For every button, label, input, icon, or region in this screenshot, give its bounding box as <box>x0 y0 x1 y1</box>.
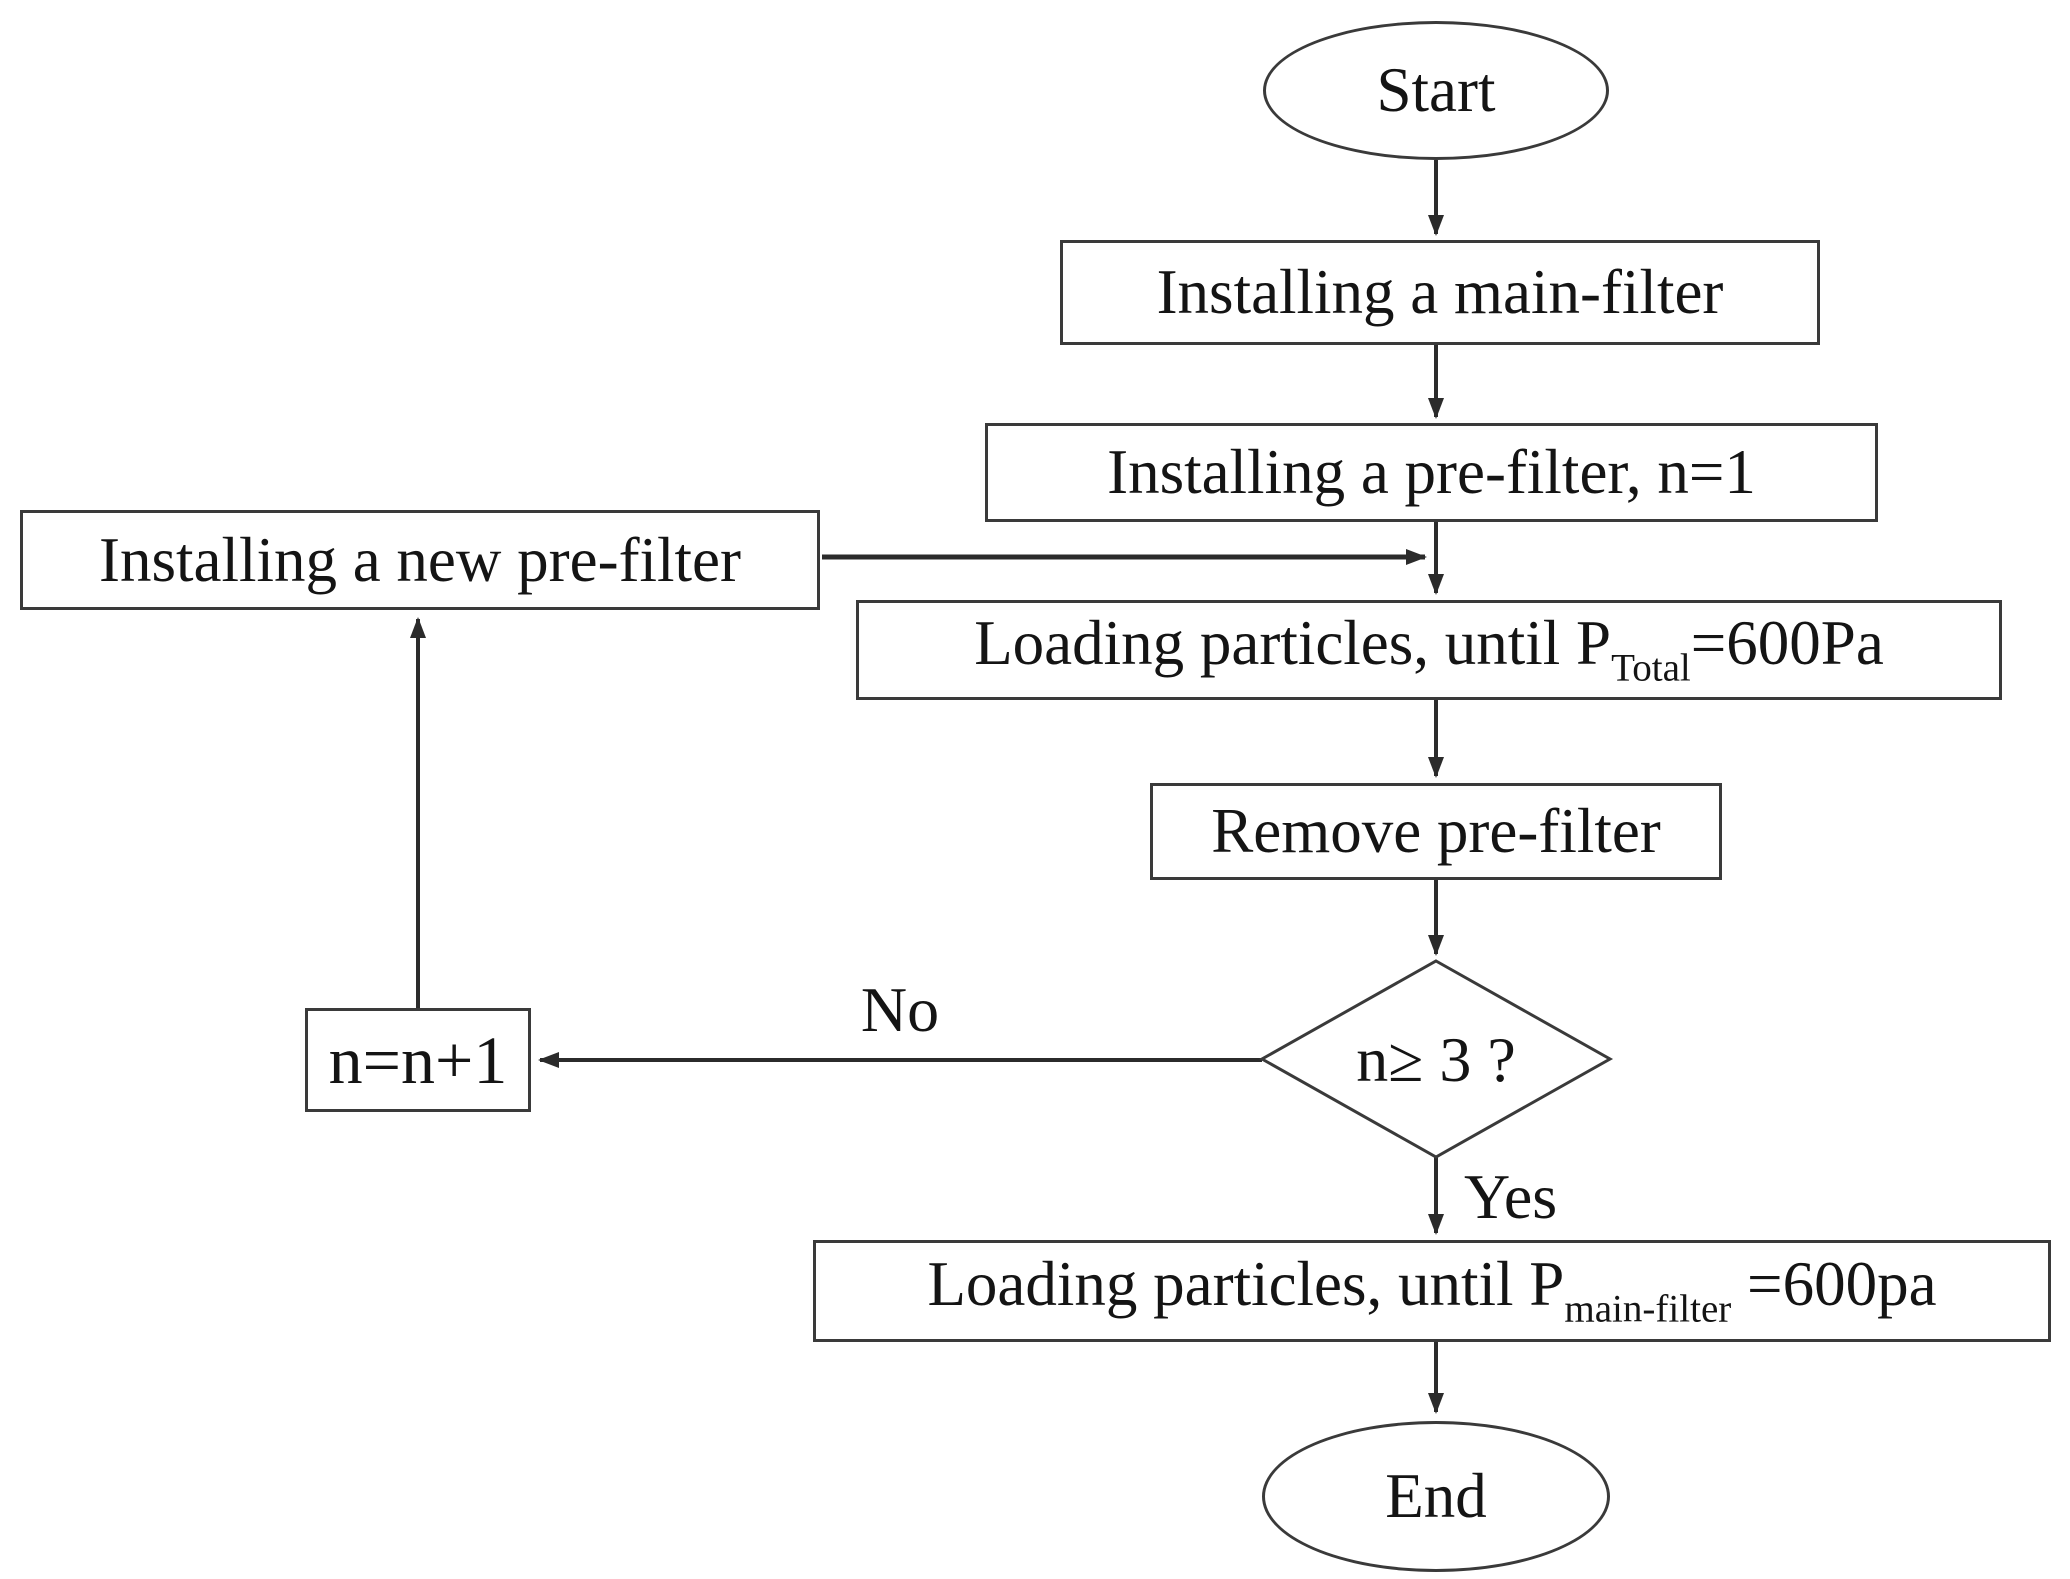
install-new-pre-filter-label: Installing a new pre-filter <box>99 524 741 595</box>
loading-main-label-pre: Loading particles, until P <box>927 1249 1565 1320</box>
process-increment-n: n=n+1 <box>305 1008 531 1112</box>
process-install-main-filter: Installing a main-filter <box>1060 240 1820 345</box>
install-pre-filter-label: Installing a pre-filter, n=1 <box>1107 437 1756 507</box>
end-label: End <box>1385 1461 1487 1531</box>
start-terminator: Start <box>1263 21 1609 160</box>
edge-label-no: No <box>860 974 940 1045</box>
remove-pre-filter-label: Remove pre-filter <box>1211 796 1661 866</box>
decision-n-ge-3: n≥ 3 ? <box>1286 1012 1586 1107</box>
loading-total-label-post: =600Pa <box>1690 608 1884 679</box>
loading-total-label: Loading particles, until PTotal=600Pa <box>974 612 1884 690</box>
process-install-new-pre-filter: Installing a new pre-filter <box>20 510 820 610</box>
loading-total-label-subscript: Total <box>1611 646 1691 690</box>
process-loading-until-p-main-filter: Loading particles, until Pmain-filter =6… <box>813 1240 2051 1342</box>
edge-label-yes: Yes <box>1464 1161 1558 1232</box>
process-remove-pre-filter: Remove pre-filter <box>1150 783 1722 880</box>
loading-main-label-post: =600pa <box>1731 1249 1937 1320</box>
install-main-filter-label: Installing a main-filter <box>1156 257 1724 327</box>
start-label: Start <box>1376 55 1496 125</box>
loading-main-label-subscript: main-filter <box>1564 1287 1732 1331</box>
decision-diamond-shape <box>1258 959 1614 1159</box>
decision-label: n≥ 3 ? <box>1356 1023 1516 1095</box>
increment-n-label: n=n+1 <box>328 1022 508 1098</box>
process-loading-until-p-total: Loading particles, until PTotal=600Pa <box>856 600 2002 700</box>
loading-total-label-pre: Loading particles, until P <box>974 608 1612 679</box>
end-terminator: End <box>1262 1421 1610 1572</box>
loading-main-label: Loading particles, until Pmain-filter =6… <box>927 1253 1936 1331</box>
process-install-pre-filter: Installing a pre-filter, n=1 <box>985 423 1878 522</box>
